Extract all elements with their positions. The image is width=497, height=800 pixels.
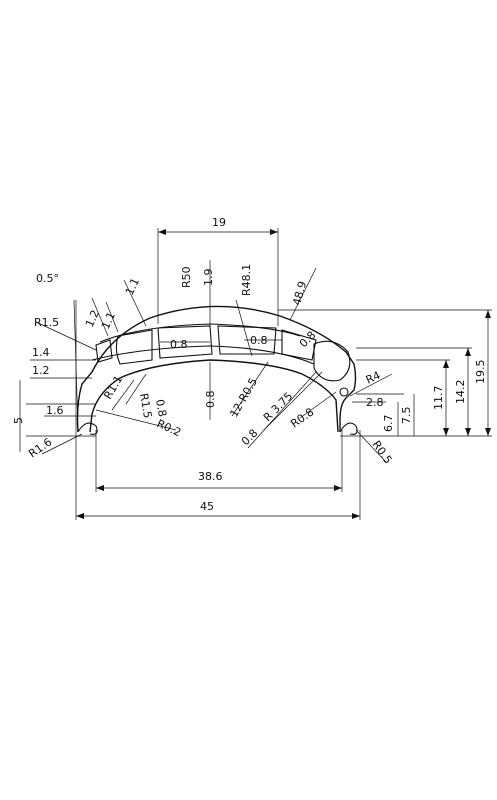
dim-1-4: 1.4 (32, 346, 50, 359)
dim-12-r0-5: 12-R0.5 (227, 376, 260, 420)
dim-1-1-top: 1.1 (123, 276, 142, 297)
dim-1-1-left: 1.1 (99, 310, 118, 331)
dim-r48-1: R48.1 (240, 264, 253, 296)
dimension-labels: 19 R50 1.9 R48.1 48.9 1.1 1.2 1.1 0.5° R… (12, 216, 487, 513)
dim-r1-6: R1.6 (26, 435, 54, 460)
dim-0-8-b: 0.8 (250, 334, 268, 347)
dim-r0-2: R0.2 (155, 417, 183, 439)
dim-11-7: 11.7 (432, 386, 445, 411)
extension-lines (75, 228, 492, 520)
dim-45: 45 (200, 500, 214, 513)
dim-38-6: 38.6 (198, 470, 223, 483)
rim-profile (76, 305, 358, 435)
dim-19-5: 19.5 (474, 360, 487, 385)
dim-1-9: 1.9 (202, 269, 215, 287)
dim-1-6: 1.6 (46, 404, 64, 417)
dim-1-2-lower: 1.2 (32, 364, 50, 377)
dimension-lines (19, 229, 491, 519)
dim-0-8-e: 0.8 (239, 427, 261, 449)
dim-48-9: 48.9 (290, 280, 309, 307)
dim-angle: 0.5° (36, 272, 59, 285)
dim-r50: R50 (180, 266, 193, 288)
dim-2-8: 2.8 (366, 396, 384, 409)
dim-6-7: 6.7 (382, 415, 395, 433)
dim-r4: R4 (364, 369, 383, 387)
dim-7-5: 7.5 (400, 407, 413, 425)
dim-r1-5-left: R1.5 (34, 316, 59, 329)
dim-0-8-a: 0.8 (170, 338, 188, 351)
dim-r0-5-right: R0.5 (370, 438, 395, 466)
dim-r1-5-inner: R1.5 (137, 392, 154, 419)
dim-19: 19 (212, 216, 226, 229)
dim-14-2: 14.2 (454, 380, 467, 405)
dim-5: 5 (12, 417, 25, 424)
dim-0-8-f: 0.8 (153, 398, 169, 417)
dim-0-8-d: 0.8 (204, 391, 217, 409)
